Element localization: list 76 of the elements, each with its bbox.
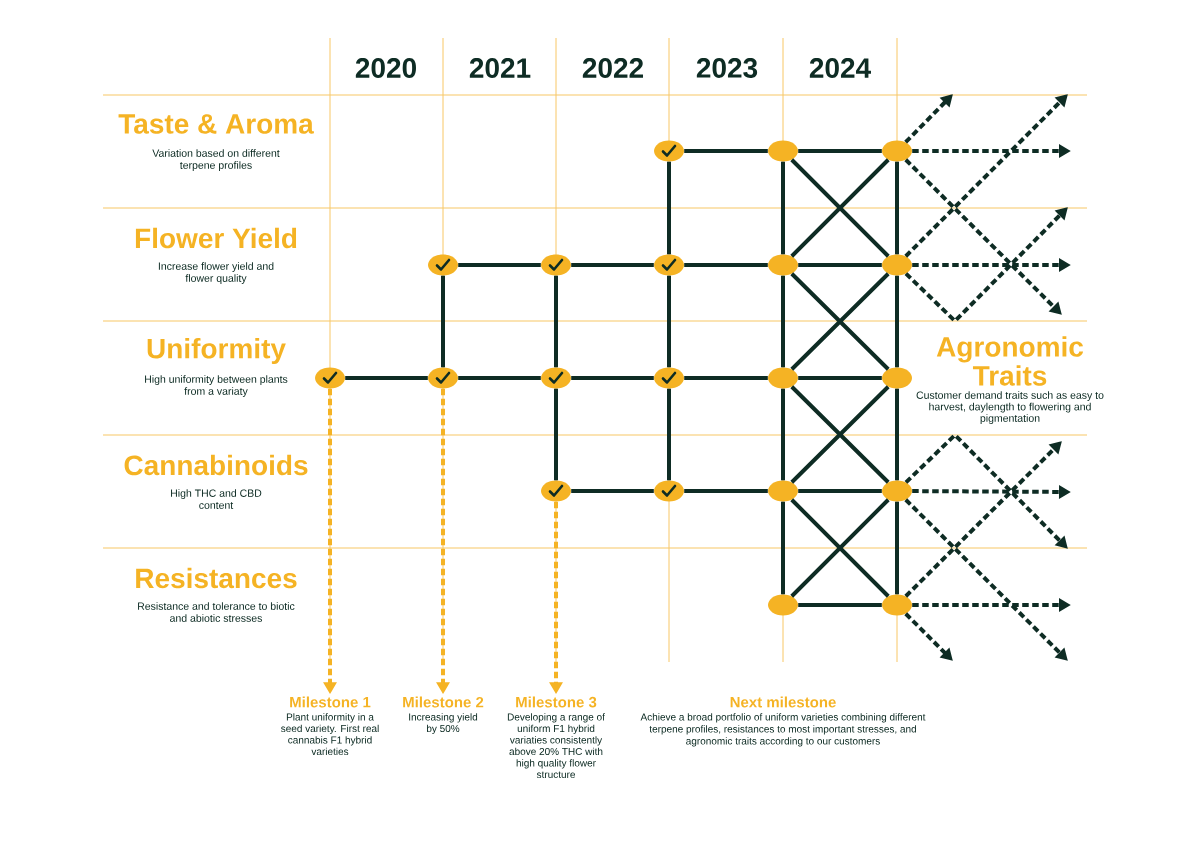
connector-line <box>441 275 445 368</box>
connector-line <box>895 161 899 255</box>
dashed-arrow <box>904 432 1068 549</box>
year-label: 2021 <box>469 58 531 78</box>
cross-brace <box>789 157 891 259</box>
connector-line <box>571 263 654 267</box>
connector-line <box>798 149 882 153</box>
connector-line <box>895 388 899 481</box>
row-heading: Resistances <box>136 567 297 589</box>
row-description: High uniformity between plants from a variaty <box>145 375 288 397</box>
cross-brace <box>789 384 891 485</box>
connector-line <box>458 376 541 380</box>
connector-line <box>684 489 768 493</box>
dashed-arrow <box>904 94 1068 258</box>
milestone-heading: Milestone 1 <box>290 696 371 708</box>
connector-line <box>684 376 768 380</box>
dashed-arrow <box>904 498 1068 661</box>
node-marker <box>882 254 912 276</box>
node-marker <box>768 367 798 389</box>
connector-line <box>895 501 899 595</box>
cross-brace <box>789 497 891 599</box>
node-marker <box>768 480 798 502</box>
connector-line <box>781 501 785 595</box>
row-description: Increase flower yield and flower quality <box>158 262 274 284</box>
connector-line <box>781 388 785 481</box>
milestone-heading: Milestone 2 <box>403 696 484 708</box>
year-label: 2022 <box>582 58 643 78</box>
year-label: 2020 <box>355 58 416 78</box>
connector-line <box>458 263 541 267</box>
node-marker <box>768 140 798 162</box>
connector-line <box>781 275 785 368</box>
node-marker <box>882 594 912 616</box>
dashed-arrow <box>904 207 1068 324</box>
node-marker <box>882 480 912 502</box>
milestone-description: Achieve a broad portfolio of uniform varieties combining different terpene profiles, resistances to most important stresses, and agronomic traits according to our customers <box>640 713 926 747</box>
connector-line <box>345 376 428 380</box>
connector-line <box>667 388 671 481</box>
milestone-description: Developing a range of uniform F1 hybrid variaties consistently above 20% THC with high quality flower structure <box>507 713 605 779</box>
year-label: 2024 <box>809 58 871 78</box>
connector-line <box>798 489 882 493</box>
row-description: Resistance and tolerance to biotic and abiotic stresses <box>138 602 295 622</box>
connector-line <box>798 376 882 380</box>
node-marker <box>768 594 798 616</box>
year-label: 2023 <box>696 58 758 78</box>
node-marker <box>882 367 912 389</box>
connector-line <box>684 149 768 153</box>
milestone-heading: Milestone 3 <box>516 696 597 708</box>
row-description: Variation based on different terpene profiles <box>152 149 280 171</box>
milestone-heading: Next milestone <box>730 696 836 708</box>
node-marker <box>882 140 912 162</box>
milestone-description: Plant uniformity in a seed variety. First real cannabis F1 hybrid varieties <box>281 713 379 756</box>
dashed-arrow <box>904 94 953 144</box>
row-description: High THC and CBD content <box>171 489 262 509</box>
row-heading: Flower Yield <box>135 227 297 249</box>
dashed-arrow <box>904 158 1062 315</box>
connector-line <box>554 275 558 368</box>
trait-heading: Agronomic Traits <box>936 336 1084 386</box>
connector-line <box>571 489 654 493</box>
row-heading: Cannabinoids <box>124 454 308 476</box>
dashed-arrow <box>904 441 1062 598</box>
milestone-description: Increasing yield by 50% <box>409 713 478 734</box>
row-heading: Taste & Aroma <box>118 114 314 134</box>
node-marker <box>768 254 798 276</box>
connector-line <box>554 388 558 481</box>
connector-line <box>798 263 882 267</box>
connector-line <box>781 161 785 255</box>
connector-line <box>895 275 899 368</box>
connector-line <box>798 603 882 607</box>
connector-line <box>571 376 654 380</box>
connector-line <box>684 263 768 267</box>
cross-brace <box>789 271 891 372</box>
dashed-arrow <box>904 612 953 661</box>
row-heading: Uniformity <box>147 337 286 365</box>
trait-description: Customer demand traits such as easy to harvest, daylength to flowering and pigmentation <box>916 391 1104 424</box>
connector-line <box>667 275 671 368</box>
connector-line <box>667 161 671 255</box>
